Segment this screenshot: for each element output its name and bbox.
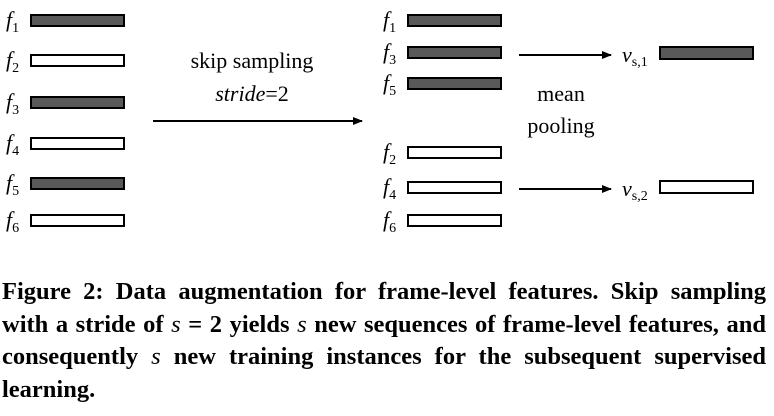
caption-text: yields — [222, 310, 298, 338]
middle-frame-row: f3 — [383, 39, 502, 68]
frame-feature-bar — [30, 177, 125, 190]
output-row: vs,1 — [622, 42, 754, 70]
middle-frame-row: f4 — [383, 174, 502, 203]
pooling-label: pooling — [527, 113, 594, 138]
frame-label: f1 — [6, 7, 19, 36]
left-frame-row: f5 — [6, 170, 125, 199]
skip-sampling-label: skip sampling — [191, 48, 314, 73]
frame-label: f4 — [383, 174, 396, 203]
augmentation-figure: f1 f2 f3 f4 f5 f6 skip sampling stride=2 — [6, 7, 754, 236]
left-frame-row: f6 — [6, 207, 125, 236]
output-row: vs,2 — [622, 176, 754, 204]
frame-label: f6 — [6, 207, 19, 236]
frame-label: f2 — [6, 47, 19, 76]
video-feature-bar — [659, 180, 754, 194]
left-frame-row: f3 — [6, 89, 125, 118]
frame-feature-bar — [407, 214, 502, 227]
middle-frame-row: f2 — [383, 139, 502, 168]
middle-frame-row: f5 — [383, 70, 502, 99]
middle-frame-row: f6 — [383, 207, 502, 236]
frame-feature-bar — [30, 137, 125, 150]
output-label: vs,2 — [622, 176, 648, 204]
caption-text: new sequences of frame-level features, a… — [2, 310, 766, 371]
frame-feature-bar — [407, 146, 502, 159]
frame-label: f2 — [383, 139, 396, 168]
caption-text: Figure 2: Data augmentation for frame-le… — [2, 278, 766, 338]
frame-feature-bar — [407, 14, 502, 27]
caption-variable: s — [297, 310, 307, 338]
frame-label: f5 — [383, 70, 396, 99]
video-feature-bar — [659, 46, 754, 60]
frame-feature-bar — [407, 46, 502, 59]
frame-label: f1 — [383, 7, 396, 36]
output-label: vs,1 — [622, 42, 648, 70]
middle-column: f1 f3 f5 f2 f4 f6 — [383, 7, 502, 236]
left-frame-row: f2 — [6, 47, 125, 76]
left-frame-row: f4 — [6, 130, 125, 159]
frame-label: f3 — [6, 89, 19, 118]
frame-feature-bar — [407, 181, 502, 194]
frame-feature-bar — [30, 214, 125, 227]
caption-text: new training instances for the subsequen… — [2, 343, 766, 403]
frame-feature-bar — [30, 96, 125, 109]
frame-feature-bar — [30, 14, 125, 27]
caption-variable: s — [171, 310, 181, 338]
left-frame-row: f1 — [6, 7, 125, 36]
mean-label: mean — [537, 81, 585, 106]
output-column: vs,1 vs,2 — [622, 42, 754, 204]
left-column: f1 f2 f3 f4 f5 f6 — [6, 7, 125, 236]
frame-label: f5 — [6, 170, 19, 199]
caption-variable: s — [151, 343, 161, 370]
frame-label: f4 — [6, 130, 19, 159]
stride-label: stride=2 — [215, 81, 289, 106]
frame-label: f3 — [383, 39, 396, 68]
figure-caption: Figure 2: Data augmentation for frame-le… — [2, 276, 766, 406]
frame-feature-bar — [30, 54, 125, 67]
frame-feature-bar — [407, 77, 502, 90]
frame-label: f6 — [383, 207, 396, 236]
middle-frame-row: f1 — [383, 7, 502, 36]
caption-text: = 2 — [180, 310, 223, 338]
